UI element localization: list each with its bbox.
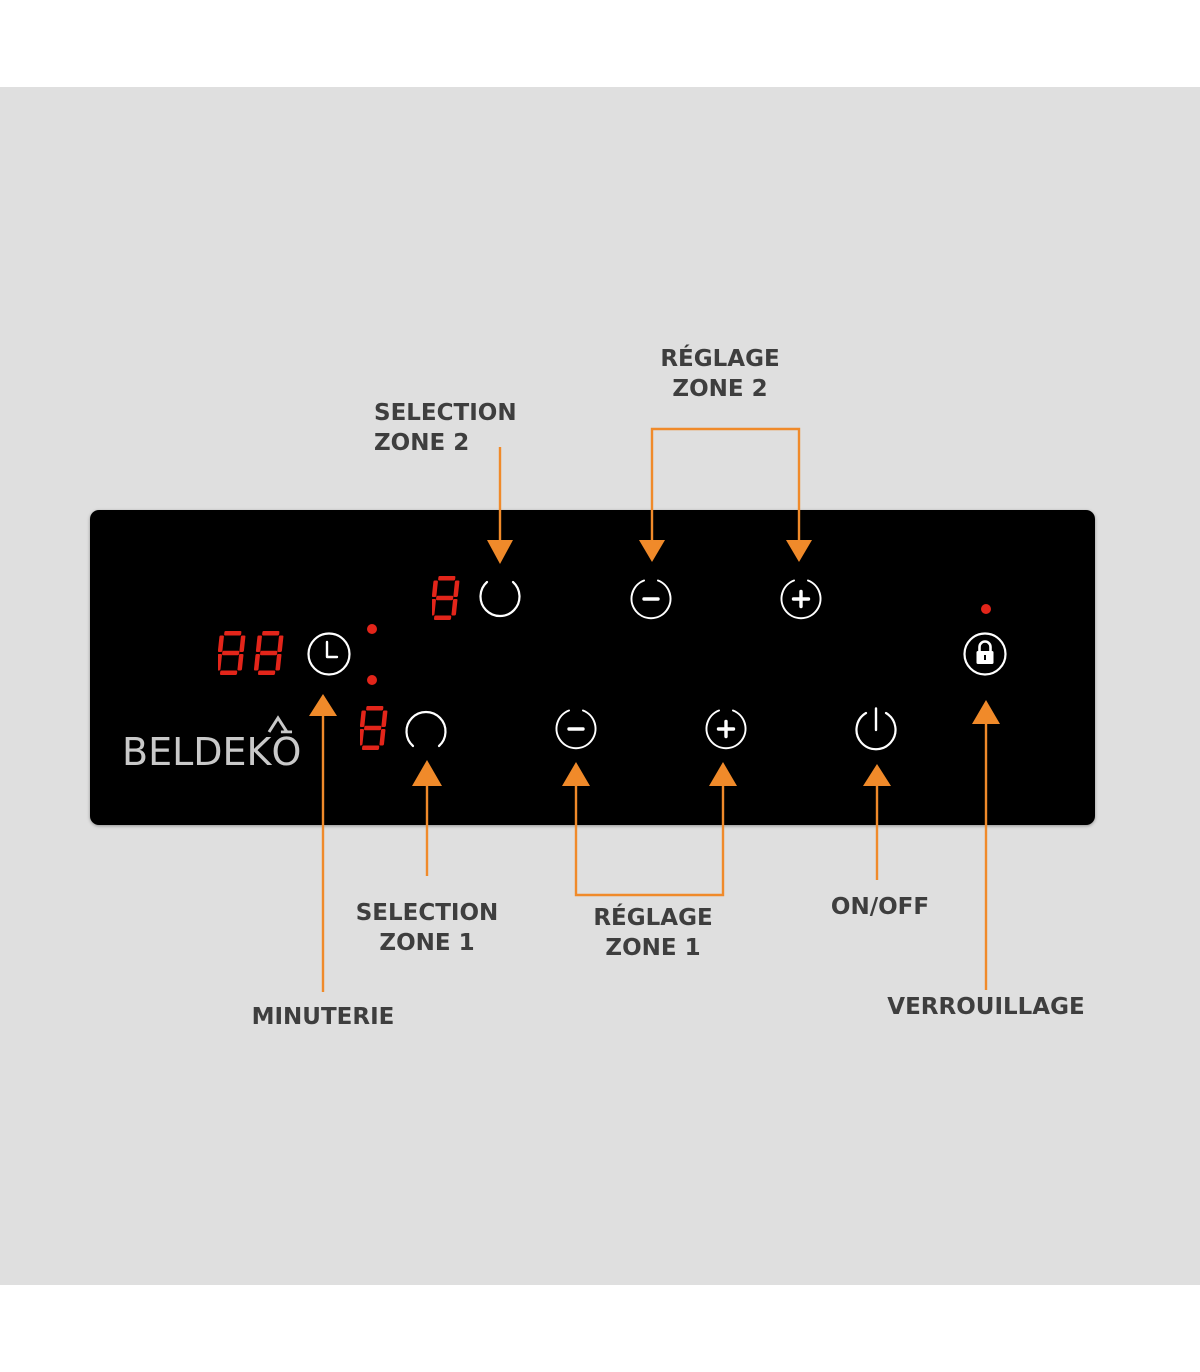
arrow-zone1-minus <box>562 762 590 786</box>
zone2-indicator-led <box>367 624 377 634</box>
arrow-zone2-plus <box>786 540 812 562</box>
minus-icon <box>630 579 672 620</box>
minus-icon <box>555 709 597 750</box>
zone2-plus-button[interactable] <box>777 575 825 623</box>
label-minuterie: MINUTERIE <box>251 1004 395 1030</box>
lock-button[interactable] <box>961 630 1009 678</box>
zone2-level-display <box>432 576 460 620</box>
label-reglage-zone2: RÉGLAGE ZONE 2 <box>660 346 780 402</box>
timer-display <box>218 631 284 675</box>
arrow-zone2-select <box>487 540 513 564</box>
lock-icon <box>963 632 1007 676</box>
arrow-lock <box>972 700 1000 724</box>
lock-indicator-led <box>981 604 991 614</box>
seven-segment-digit <box>253 631 284 675</box>
plus-icon <box>780 579 822 620</box>
plus-icon <box>705 709 747 750</box>
zone-select-icon <box>479 580 521 618</box>
zone1-indicator-led <box>367 675 377 685</box>
arrow-power <box>863 764 891 786</box>
arrow-zone2-minus <box>639 540 665 562</box>
label-selection-zone2: SELECTION ZONE 2 <box>374 400 517 456</box>
zone-select-icon <box>405 710 447 748</box>
brand-logo-text: BELDEKŌ <box>122 730 302 774</box>
arrow-zone1-select <box>412 760 442 786</box>
seven-segment-digit <box>432 576 460 620</box>
power-button[interactable] <box>852 705 900 753</box>
seven-segment-digit <box>360 706 388 750</box>
zone1-level-display <box>360 706 388 750</box>
label-reglage-zone1: RÉGLAGE ZONE 1 <box>593 905 713 961</box>
arrow-timer <box>309 694 337 716</box>
clock-icon <box>307 632 351 676</box>
label-selection-zone1: SELECTION ZONE 1 <box>355 900 499 956</box>
brand-roof-icon <box>267 715 289 733</box>
label-on-off: ON/OFF <box>830 894 930 920</box>
label-verrouillage: VERROUILLAGE <box>887 994 1085 1020</box>
seven-segment-digit <box>218 631 246 675</box>
zone2-minus-button[interactable] <box>627 575 675 623</box>
arrow-zone1-plus <box>709 762 737 786</box>
zone1-select-button[interactable] <box>402 705 450 753</box>
zone2-select-button[interactable] <box>476 575 524 623</box>
timer-button[interactable] <box>305 630 353 678</box>
power-icon <box>855 707 897 751</box>
zone1-minus-button[interactable] <box>552 705 600 753</box>
zone1-plus-button[interactable] <box>702 705 750 753</box>
